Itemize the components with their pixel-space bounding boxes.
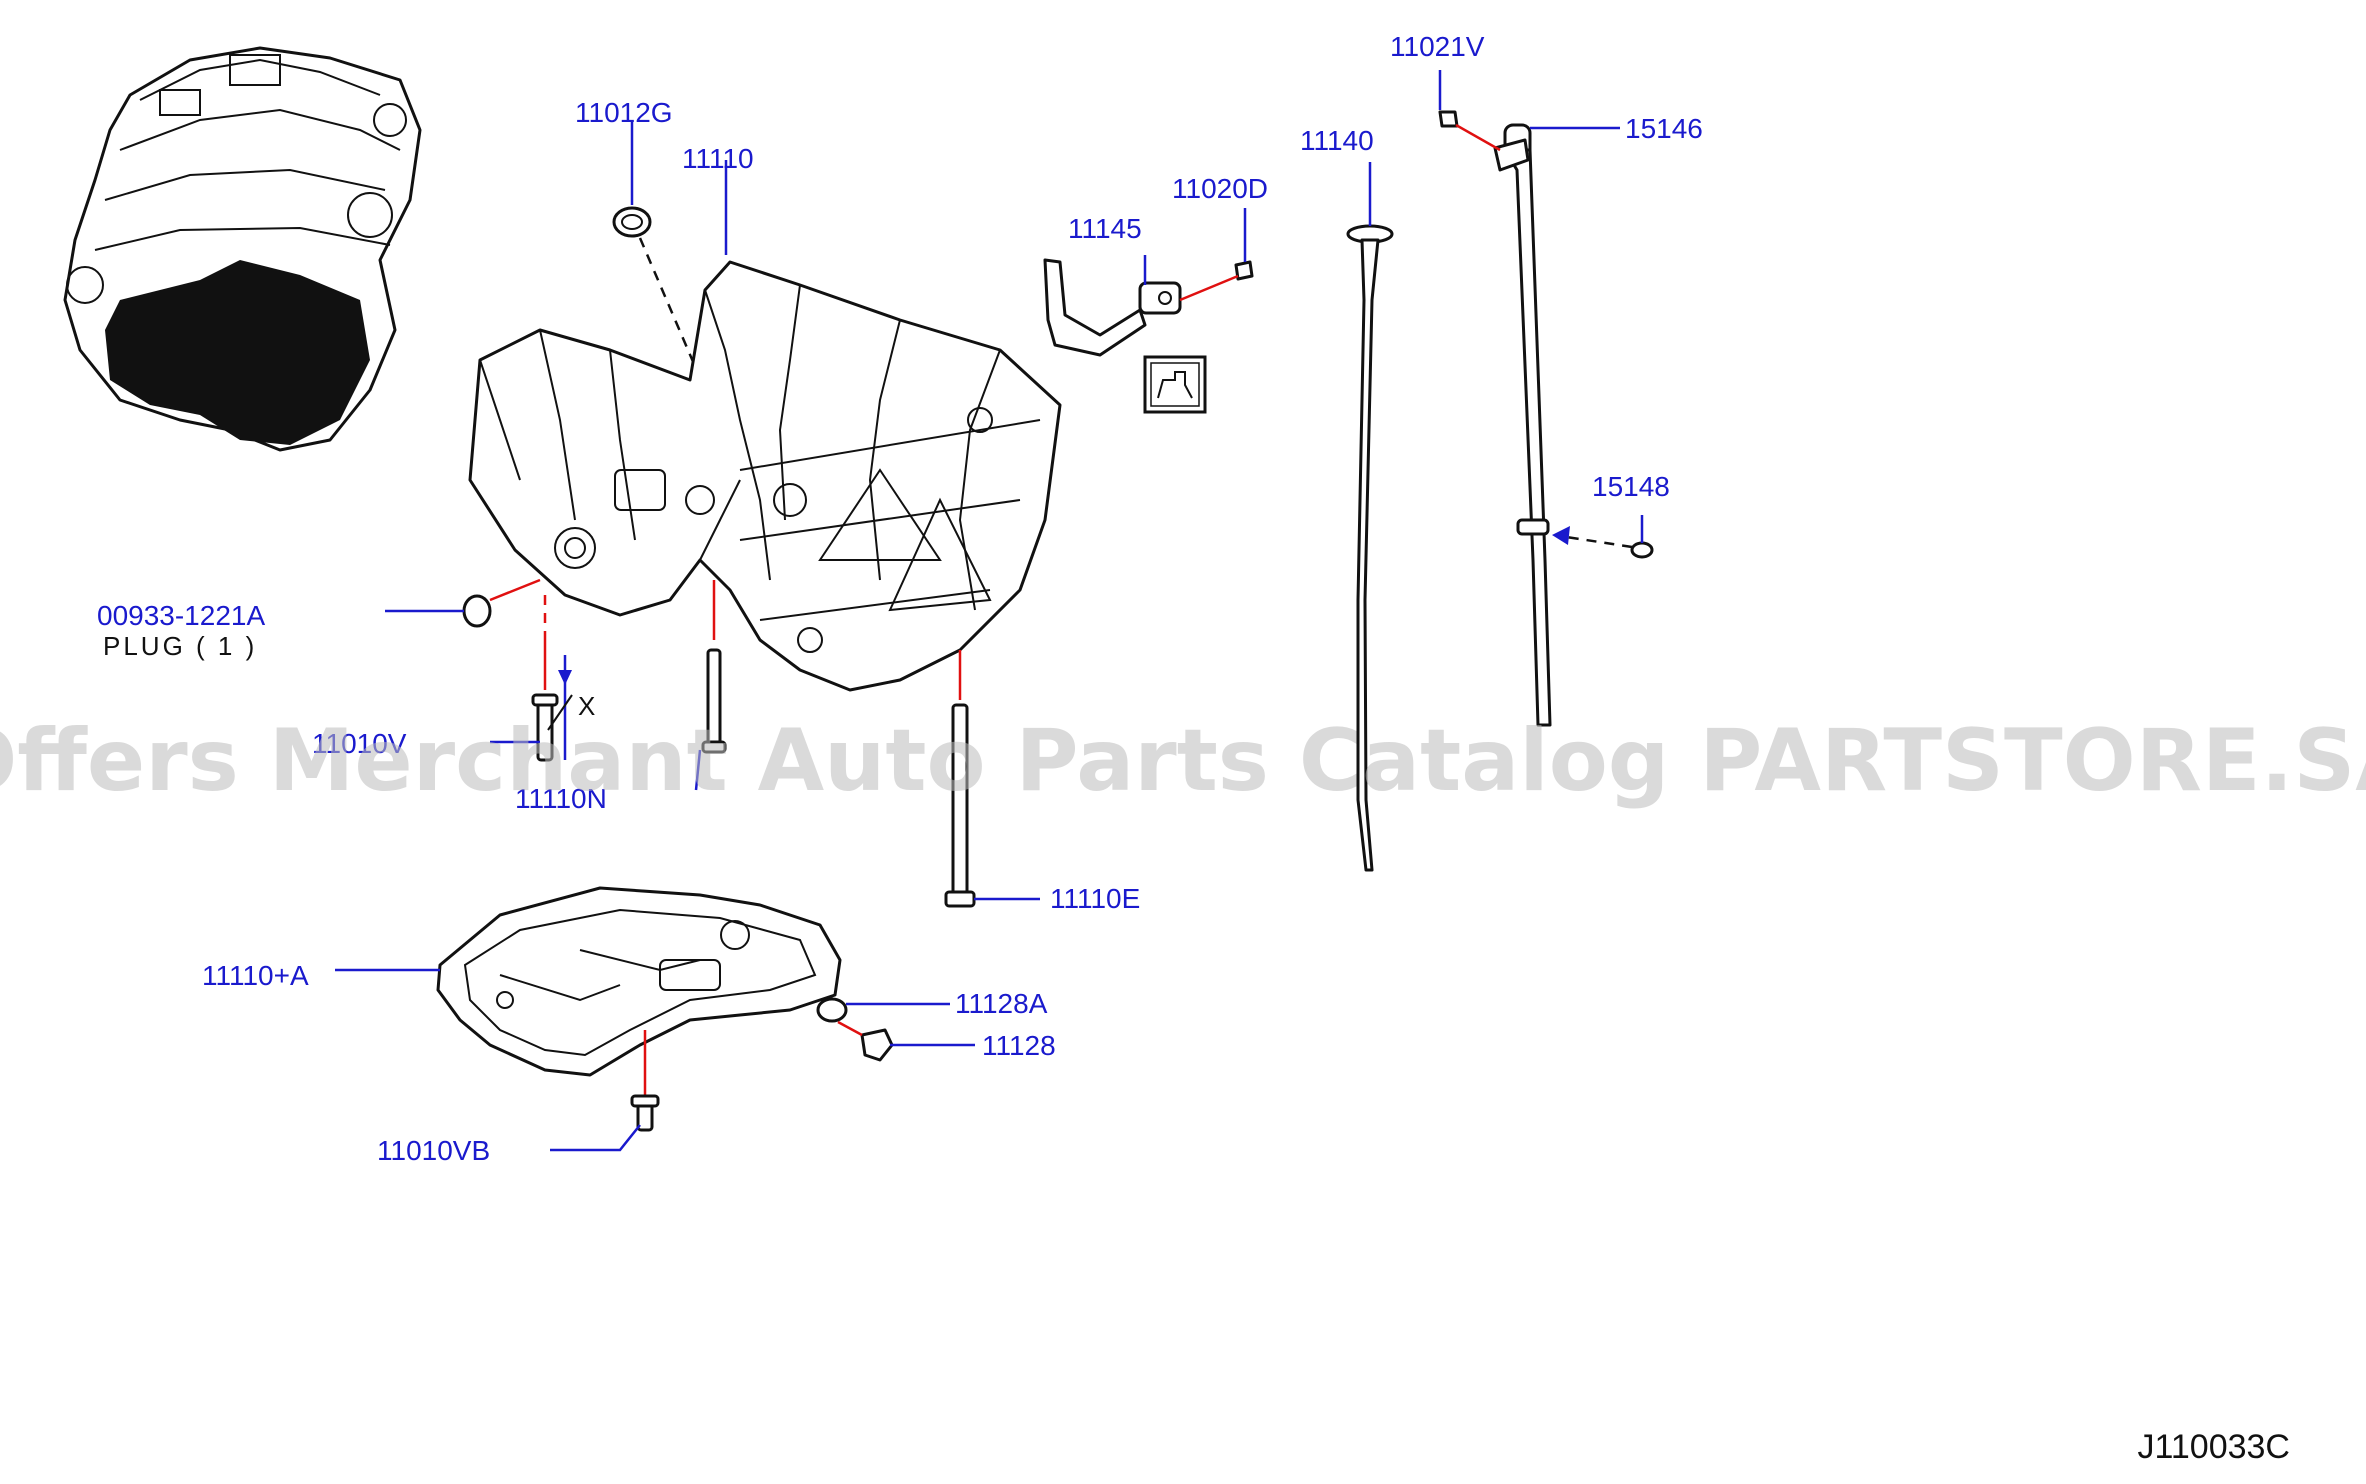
label-11145: 11145: [1068, 213, 1142, 244]
washer-11128A: [816, 997, 848, 1023]
bolt-11021V: [1438, 110, 1459, 128]
reference-icon: [1143, 355, 1207, 414]
label-11110: 11110: [682, 143, 754, 174]
drain-plug-11128: [860, 1028, 894, 1062]
dipstick-guide-15146: [1493, 123, 1552, 727]
diagram-code: J110033C: [2138, 1428, 2291, 1466]
label-11128: 11128: [982, 1030, 1056, 1061]
label-plug: PLUG ( 1 ): [103, 631, 257, 661]
oil-pan: [436, 886, 842, 1077]
label-11140: 11140: [1300, 125, 1374, 156]
label-11128A: 11128A: [955, 988, 1048, 1019]
cylinder-block: [468, 260, 1062, 692]
plug-00933: [462, 594, 492, 628]
watermark-text: Offers Merchant Auto Parts Catalog PARTS…: [0, 711, 2366, 811]
label-x: X: [578, 691, 598, 721]
label-11012G: 11012G: [575, 97, 673, 128]
label-15148: 15148: [1592, 471, 1670, 502]
label-11110A: 11110+A: [202, 960, 309, 991]
label-11020D: 11020D: [1172, 173, 1268, 204]
label-11010VB: 11010VB: [377, 1135, 490, 1166]
label-11021V: 11021V: [1390, 31, 1485, 62]
label-00933-1221A: 00933-1221A: [97, 600, 265, 631]
label-11110N: 11110N: [515, 783, 607, 814]
label-11110E: 11110E: [1050, 883, 1140, 914]
breather-hose-11145: [1043, 258, 1147, 357]
label-15146: 15146: [1625, 113, 1703, 144]
bolt-11020D: [1234, 260, 1254, 281]
label-11010V: 11010V: [312, 728, 407, 759]
seal-11012G: [612, 206, 652, 238]
engine-thumbnail: [63, 46, 422, 452]
o-ring-15148: [1630, 541, 1654, 559]
